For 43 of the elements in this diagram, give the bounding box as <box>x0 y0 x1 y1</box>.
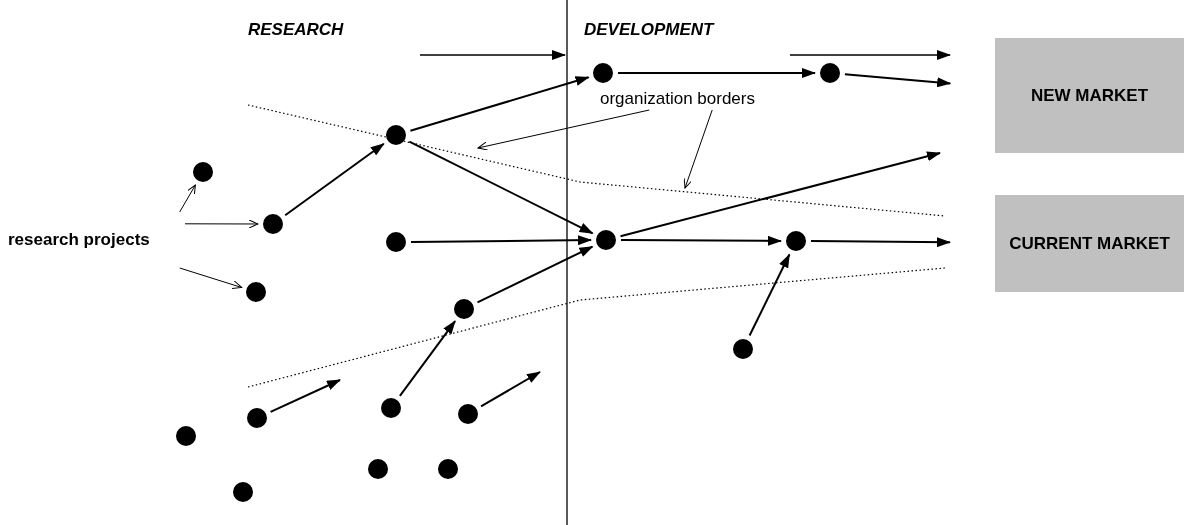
leader-line <box>179 267 243 290</box>
arrow <box>410 235 592 246</box>
project-dot <box>593 63 613 83</box>
arrow <box>480 371 541 408</box>
market-box: NEW MARKET <box>995 38 1184 153</box>
market-box: CURRENT MARKET <box>995 195 1184 292</box>
project-dot <box>386 125 406 145</box>
project-dot <box>386 232 406 252</box>
arrow <box>408 140 594 235</box>
leader-line <box>179 184 196 213</box>
project-dot <box>233 482 253 502</box>
project-dot <box>596 230 616 250</box>
project-dot <box>247 408 267 428</box>
project-dot <box>246 282 266 302</box>
phase-label: DEVELOPMENT <box>584 20 714 40</box>
leader-line <box>683 109 713 189</box>
project-dot <box>176 426 196 446</box>
arrow <box>284 142 385 217</box>
project-dot <box>458 404 478 424</box>
arrow <box>409 76 590 132</box>
project-dot <box>454 299 474 319</box>
arrow <box>269 379 341 413</box>
arrow <box>398 320 457 397</box>
project-dot <box>368 459 388 479</box>
leader-line <box>477 109 650 151</box>
project-dot <box>786 231 806 251</box>
project-dot <box>263 214 283 234</box>
project-dot <box>193 162 213 182</box>
arrow <box>843 73 952 88</box>
project-dot <box>820 63 840 83</box>
project-dot <box>381 398 401 418</box>
arrow <box>748 253 791 337</box>
arrow <box>810 237 951 248</box>
leader-line <box>184 219 259 229</box>
arrow <box>619 151 941 238</box>
project-dot <box>733 339 753 359</box>
node-label: research projects <box>8 212 185 268</box>
phase-label: RESEARCH <box>248 20 344 40</box>
arrow <box>620 235 782 246</box>
arrow <box>617 68 816 78</box>
arrow <box>476 245 594 304</box>
project-dot <box>438 459 458 479</box>
callout-label: organization borders <box>600 88 770 110</box>
